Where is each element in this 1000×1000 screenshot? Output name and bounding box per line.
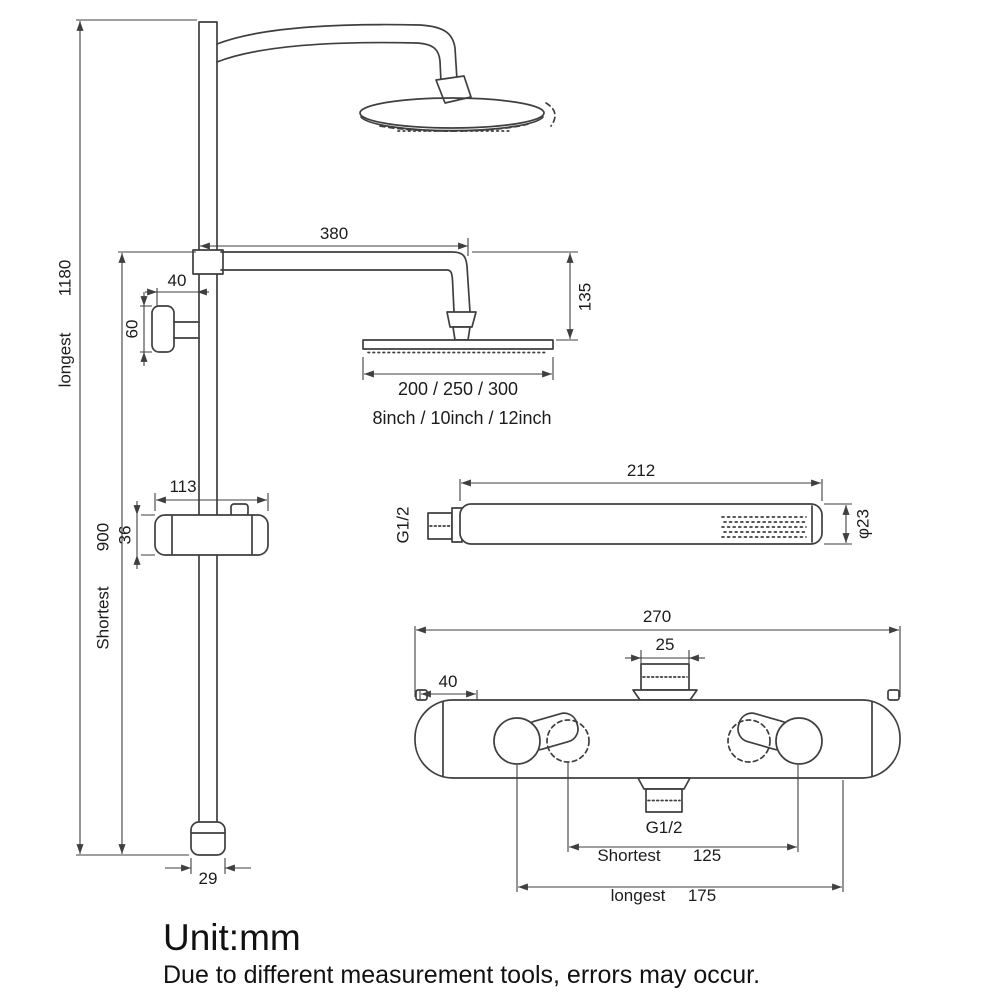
dim-bottom-cap: 29 [199,869,218,888]
dim-handheld-diameter: φ23 [853,509,872,539]
dim-shortest-label: Shortest [93,586,112,650]
dim-valve-top-inlet: 25 [656,635,675,654]
dim-arm-length: 380 [320,224,348,243]
dim-handheld-thread: G1/2 [393,507,412,544]
dim-head-diameter-mm: 200 / 250 / 300 [398,379,518,399]
left-handle-knob [493,717,541,765]
shower-arm-top-view [216,23,556,132]
left-handle-alt-position [546,719,590,763]
dimension-labels: 1180 longest 900 Shortest 380 40 60 135 … [55,224,872,905]
dim-slider-width: 113 [169,477,196,496]
dim-head-drop: 135 [575,283,594,311]
dim-longest-value: 1180 [55,260,74,297]
footer: Unit:mm Due to different measurement too… [163,917,760,989]
dim-head-diameter-inch: 8inch / 10inch / 12inch [372,408,551,428]
dim-valve-longest-label: longest [611,886,666,905]
hand-shower-body [459,503,823,545]
dim-valve-shortest-label: Shortest [597,846,661,865]
mixer-valve-body [414,699,901,779]
mixer-valve [414,663,901,813]
dim-wall-bracket-offset: 40 [168,271,187,290]
slider-bracket [154,503,269,556]
rain-head-top-view [359,97,545,129]
dim-handheld-length: 212 [627,461,655,480]
dim-wall-bracket-height: 60 [122,320,141,339]
dim-slider-height: 36 [115,526,134,545]
wall-bracket [151,305,200,353]
dim-shortest-value: 900 [93,523,112,551]
bottom-end-cap [190,821,226,856]
measurement-note: Due to different measurement tools, erro… [163,961,760,989]
rain-head-side-view [362,339,554,350]
dim-valve-shortest-value: 125 [693,846,721,865]
shower-arm-side-view [192,249,554,354]
right-handle-alt-position [727,719,771,763]
dim-valve-longest-value: 175 [688,886,716,905]
hand-shower [427,503,823,545]
dim-valve-bottom-thread: G1/2 [646,818,683,837]
dimension-lines [76,19,901,892]
dim-valve-offset: 40 [439,672,458,691]
dim-valve-width: 270 [643,607,671,626]
riser-rail-assembly [151,21,556,856]
unit-label: Unit:mm [163,917,301,958]
dim-longest-label: longest [55,332,74,387]
riser-pipe [198,21,218,823]
right-handle-knob [775,717,823,765]
